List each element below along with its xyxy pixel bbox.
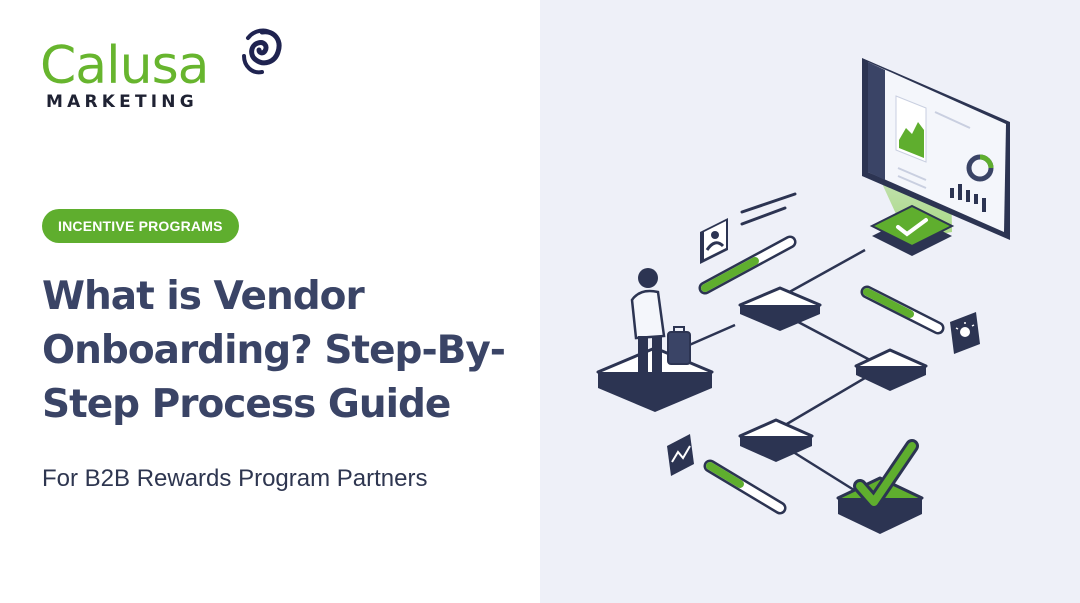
calusa-marketing-logo: Calusa MARKETING	[40, 26, 290, 116]
touch-click-icon	[950, 312, 980, 354]
checkmark-icon	[869, 204, 955, 256]
logo-tagline: MARKETING	[46, 92, 198, 112]
person-with-briefcase-icon	[630, 268, 691, 380]
onboarding-process-illustration	[596, 58, 1010, 534]
page-subtitle: For B2B Rewards Program Partners	[42, 465, 428, 492]
illustration-panel	[540, 0, 1080, 603]
dashboard-monitor-icon	[862, 58, 1010, 240]
large-checkmark-icon	[836, 439, 924, 534]
page-title: What is Vendor Onboarding? Step-By- Step…	[42, 270, 542, 432]
process-step-node-1	[738, 286, 822, 331]
process-step-node-2	[854, 348, 928, 391]
progress-bar-bottom	[703, 459, 787, 515]
title-line-3: Step Process Guide	[42, 382, 451, 427]
title-line-2: Onboarding? Step-By-	[42, 328, 506, 373]
category-badge[interactable]: INCENTIVE PROGRAMS	[42, 209, 239, 243]
user-profile-icon	[700, 192, 797, 264]
left-panel: Calusa MARKETING INCENTIVE PROGRAMS What…	[40, 26, 542, 492]
title-line-1: What is Vendor	[42, 274, 365, 319]
progress-bar-middle	[860, 285, 945, 335]
logo-wordmark: Calusa	[40, 36, 210, 96]
nautilus-shell-icon	[242, 28, 282, 75]
chart-trend-icon	[667, 434, 694, 476]
progress-bar-top	[698, 235, 797, 295]
process-step-node-3	[738, 418, 814, 462]
